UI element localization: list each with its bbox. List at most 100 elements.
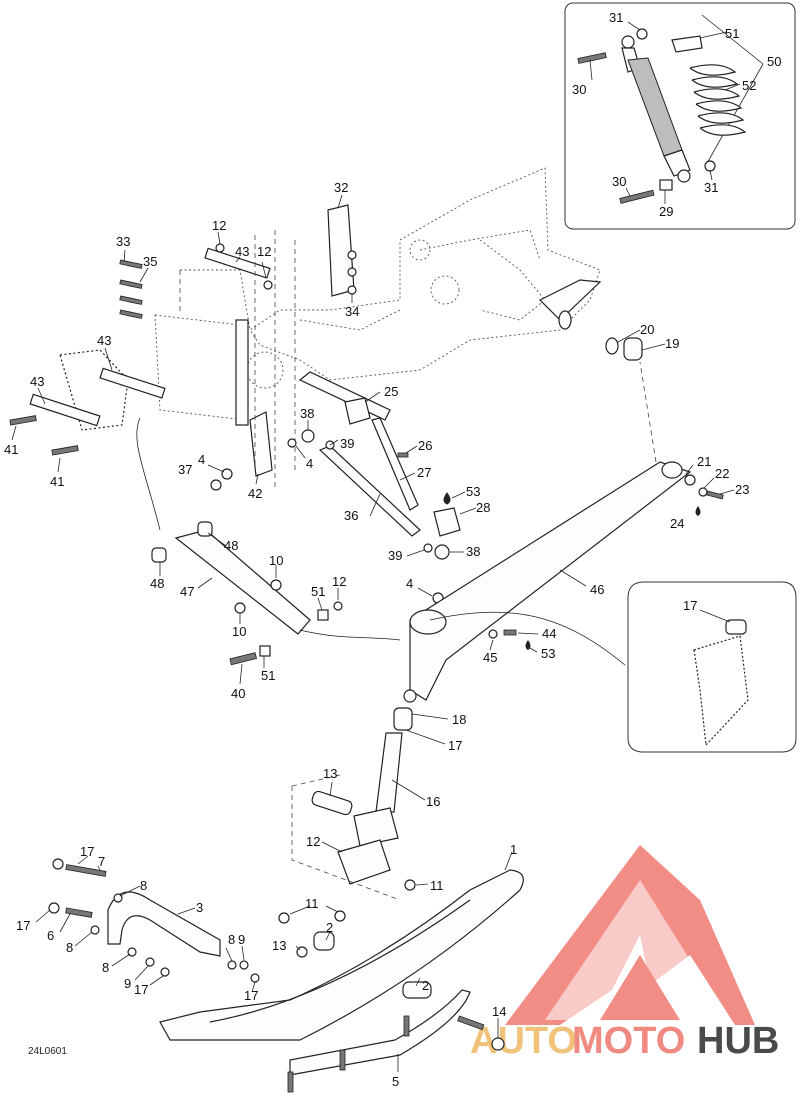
callout-51: 51 bbox=[261, 668, 275, 683]
nut-31-top bbox=[636, 28, 648, 40]
nut-12a bbox=[215, 243, 225, 253]
bushing-29 bbox=[659, 179, 673, 191]
bushing-48b bbox=[151, 547, 167, 563]
callout-10: 10 bbox=[269, 553, 283, 568]
callout-17: 17 bbox=[244, 988, 258, 1003]
callout-38: 38 bbox=[466, 544, 480, 559]
washer-20 bbox=[605, 337, 619, 355]
callout-36: 36 bbox=[344, 508, 358, 523]
bolt-40 bbox=[229, 652, 258, 666]
callout-21: 21 bbox=[697, 454, 711, 469]
bolt-30-bottom bbox=[619, 189, 655, 204]
stud-5b bbox=[339, 1049, 346, 1071]
callout-18: 18 bbox=[452, 712, 466, 727]
washer-4a bbox=[287, 438, 297, 448]
pivot-hardware: 44 45 53 bbox=[483, 626, 556, 665]
bushing-48a bbox=[197, 521, 213, 537]
callout-17: 17 bbox=[683, 598, 697, 613]
callout-48: 48 bbox=[150, 576, 164, 591]
grease-53-icon bbox=[443, 492, 451, 505]
nut-11b bbox=[278, 912, 290, 924]
callout-17: 17 bbox=[80, 844, 94, 859]
callout-43: 43 bbox=[30, 374, 44, 389]
callout-14: 14 bbox=[492, 1004, 506, 1019]
callout-23: 23 bbox=[735, 482, 749, 497]
bushing-19 bbox=[623, 337, 643, 361]
tie-rod-27 bbox=[371, 417, 419, 511]
steering-shaft-end bbox=[558, 310, 572, 330]
grease-24-icon bbox=[695, 506, 701, 516]
callout-38: 38 bbox=[300, 406, 314, 421]
bushing-10b bbox=[234, 602, 246, 614]
callout-2: 2 bbox=[326, 920, 333, 935]
callout-22: 22 bbox=[715, 466, 729, 481]
chassis-frame bbox=[246, 167, 602, 389]
callout-16: 16 bbox=[426, 794, 440, 809]
bolt-23 bbox=[706, 490, 724, 500]
callout-53: 53 bbox=[541, 646, 555, 661]
bolt-35c bbox=[119, 309, 143, 319]
washer-9b bbox=[239, 960, 249, 970]
callout-43: 43 bbox=[235, 244, 249, 259]
nut-11a bbox=[404, 879, 416, 891]
nut-17f bbox=[250, 973, 260, 983]
watermark-hub: HUB bbox=[697, 1020, 779, 1062]
callout-44: 44 bbox=[542, 626, 556, 641]
bushing-2 bbox=[402, 981, 432, 999]
bolt-35a bbox=[119, 279, 143, 289]
rod-end-38b bbox=[434, 544, 450, 560]
detail-inset-17: 17 bbox=[627, 581, 797, 753]
callout-8: 8 bbox=[140, 878, 147, 893]
grease-53b-icon bbox=[525, 640, 531, 650]
watermark-logo bbox=[505, 845, 755, 1025]
callout-39: 39 bbox=[340, 436, 354, 451]
spindle-16: 18 17 13 16 12 bbox=[291, 689, 466, 901]
rod-end-38a bbox=[301, 429, 315, 443]
callout-31: 31 bbox=[704, 180, 718, 195]
nut-17-top bbox=[52, 858, 64, 870]
spindle-foot bbox=[353, 807, 399, 847]
callout-12: 12 bbox=[257, 244, 271, 259]
callout-28: 28 bbox=[476, 500, 490, 515]
callout-17: 17 bbox=[16, 918, 30, 933]
callout-4: 4 bbox=[406, 576, 413, 591]
callout-6: 6 bbox=[47, 928, 54, 943]
callout-30: 30 bbox=[612, 174, 626, 189]
bolt-7 bbox=[65, 864, 107, 877]
bracket-32 bbox=[327, 204, 355, 297]
callout-29: 29 bbox=[659, 204, 673, 219]
callout-8: 8 bbox=[228, 932, 235, 947]
callout-41: 41 bbox=[4, 442, 18, 457]
bolt-30-top bbox=[577, 52, 607, 64]
callout-17: 17 bbox=[134, 982, 148, 997]
washer-18 bbox=[403, 689, 417, 703]
callout-51: 51 bbox=[725, 26, 739, 41]
steering-tie-rod-assembly: 20 19 25 38 39 26 4 27 37 4 53 28 36 39 … bbox=[178, 322, 679, 604]
spring-52 bbox=[689, 64, 747, 136]
callout-42: 42 bbox=[248, 486, 262, 501]
nut-12c bbox=[333, 601, 343, 611]
callout-45: 45 bbox=[483, 650, 497, 665]
nut-31-bottom bbox=[704, 160, 716, 172]
damper-block-12 bbox=[337, 839, 391, 885]
callout-53: 53 bbox=[466, 484, 480, 499]
watermark-text: AUTO MOTO HUB bbox=[470, 1020, 779, 1062]
document-code: 24L0601 bbox=[28, 1046, 67, 1057]
washer-22 bbox=[698, 487, 708, 497]
callout-41: 41 bbox=[50, 474, 64, 489]
callout-8: 8 bbox=[102, 960, 109, 975]
callout-12: 12 bbox=[212, 218, 226, 233]
callout-3: 3 bbox=[196, 900, 203, 915]
callout-39: 39 bbox=[388, 548, 402, 563]
washer-8d bbox=[227, 960, 237, 970]
bolt-35b bbox=[119, 295, 143, 305]
bushing-17-detail bbox=[725, 619, 747, 635]
callout-32: 32 bbox=[334, 180, 348, 195]
nut-37 bbox=[210, 479, 222, 491]
callout-26: 26 bbox=[418, 438, 432, 453]
bolt-41-b bbox=[51, 445, 79, 456]
callout-11: 11 bbox=[305, 896, 319, 911]
callout-9: 9 bbox=[124, 976, 131, 991]
bolt-41-a bbox=[9, 415, 37, 426]
